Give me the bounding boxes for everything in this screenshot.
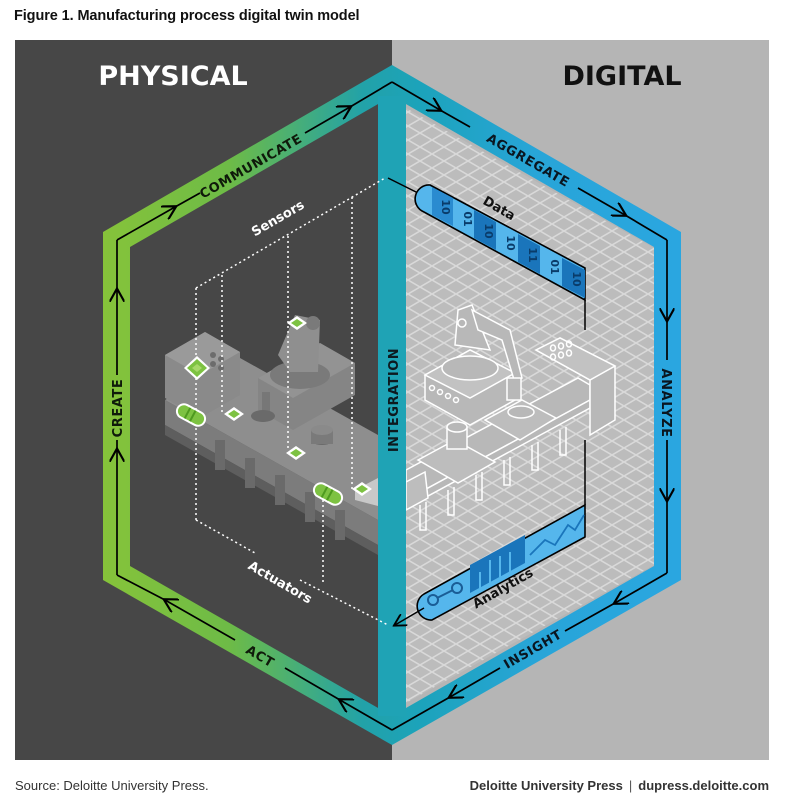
stage-analyze-label: ANALYZE xyxy=(658,368,673,437)
stage-create-label: CREATE xyxy=(111,379,126,438)
analytics-bar xyxy=(395,440,586,625)
data-stream-bar: 10 01 10 10 11 01 10 xyxy=(387,177,586,330)
sensor-markers xyxy=(184,316,372,496)
data-bit-6: 10 xyxy=(570,271,583,287)
source-note: Source: Deloitte University Press. xyxy=(15,778,209,793)
digital-machine-outline xyxy=(406,304,617,531)
data-bit-0: 10 xyxy=(439,199,452,215)
integration-label: INTEGRATION xyxy=(387,348,402,452)
integration-band xyxy=(378,96,406,716)
data-bit-4: 11 xyxy=(526,247,539,262)
data-bit-2: 10 xyxy=(482,223,495,239)
publisher-credit: Deloitte University Press | dupress.deloit… xyxy=(470,778,769,793)
publisher-url[interactable]: dupress.deloitte.com xyxy=(638,778,769,793)
actuator-markers xyxy=(175,403,344,506)
physical-label: PHYSICAL xyxy=(98,61,247,92)
cycle-flow-line xyxy=(117,81,667,731)
data-bit-1: 01 xyxy=(461,211,474,226)
figure-title: Figure 1. Manufacturing process digital … xyxy=(14,8,360,24)
digital-label: DIGITAL xyxy=(562,61,681,92)
physical-machine xyxy=(165,315,378,555)
digital-twin-diagram: PHYSICAL DIGITAL INTEGRATION xyxy=(15,40,769,760)
credit-separator: | xyxy=(628,778,633,793)
publisher-name: Deloitte University Press xyxy=(469,778,623,793)
data-bit-3: 10 xyxy=(504,235,517,251)
data-bit-5: 01 xyxy=(548,259,561,274)
sensor-connector-lines xyxy=(195,177,389,626)
